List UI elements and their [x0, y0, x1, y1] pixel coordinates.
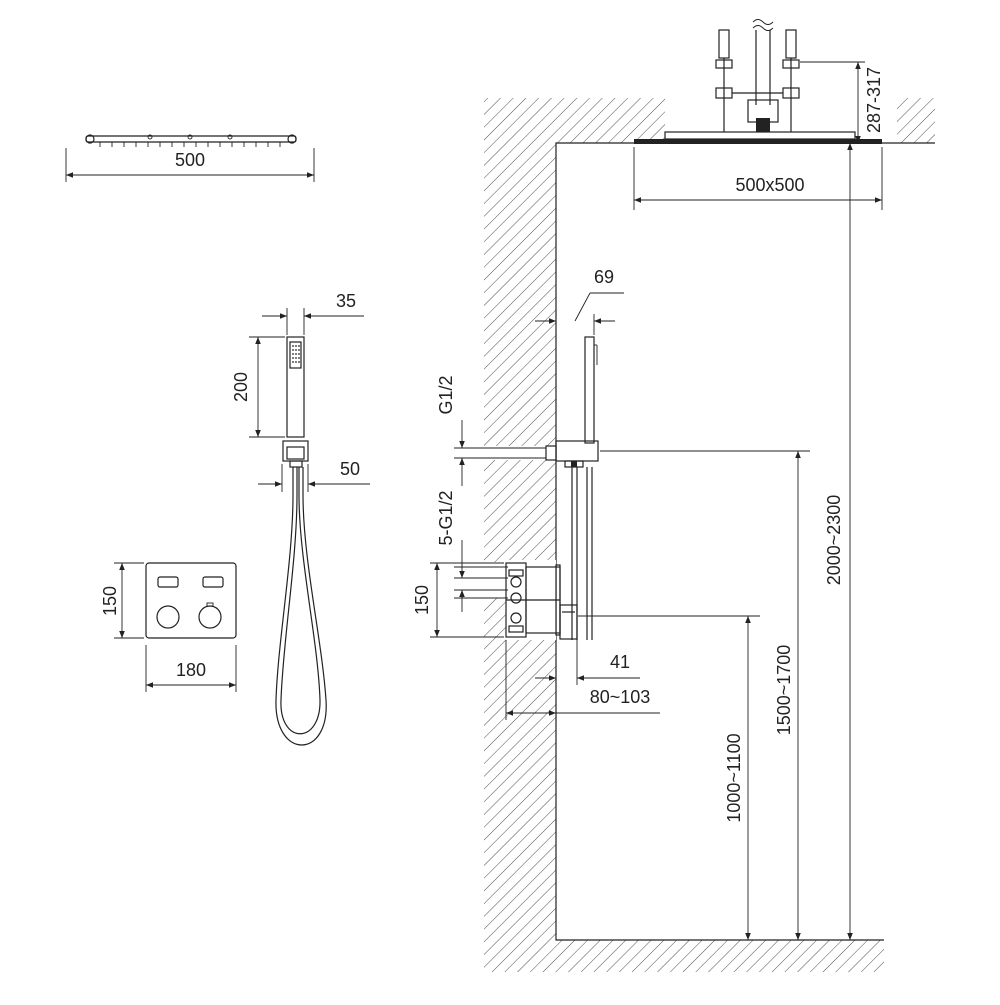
dim-label: 1500~1700 [774, 645, 794, 736]
control-panel-front [145, 562, 237, 639]
dim-handshower-width: 35 [262, 291, 364, 335]
wall-section [470, 98, 935, 972]
shower-head-top-view [85, 134, 297, 147]
dim-label: 200 [231, 372, 251, 402]
dim-label: 2000~2300 [824, 495, 844, 586]
dim-holder-width: 50 [258, 459, 370, 492]
concealed-valve-side [505, 562, 578, 640]
dim-label: 500x500 [735, 175, 804, 195]
dim-panel-width: 180 [145, 645, 237, 692]
dim-arm-height: 287-317 [800, 61, 884, 143]
dim-label: 50 [340, 459, 360, 479]
dim-outlet-thread: G1/2 [436, 375, 546, 486]
dim-head-size: 500x500 [633, 147, 883, 210]
dim-panel-projection: 41 [535, 640, 640, 685]
dim-label: 1000~1100 [724, 733, 744, 822]
dim-label: 180 [176, 660, 206, 680]
dim-handshower-outlet-height: 1500~1700 [600, 450, 810, 940]
dim-label: 150 [412, 585, 432, 615]
dim-label: G1/2 [436, 375, 456, 414]
dim-head-width-top: 500 [65, 148, 315, 182]
dim-label: 35 [336, 291, 356, 311]
dim-valve-depth: 80~103 [505, 640, 660, 720]
dim-label: 5-G1/2 [436, 490, 456, 545]
dim-handshower-length: 200 [231, 336, 285, 438]
dim-label: 500 [175, 150, 205, 170]
dim-label: 69 [594, 267, 614, 287]
hand-shower-front [275, 336, 327, 746]
dim-valve-height-side: 150 [412, 562, 504, 638]
dim-label: 287-317 [864, 67, 884, 133]
dim-panel-height-front: 150 [100, 562, 144, 639]
dim-valve-mount-height: 1000~1100 [578, 615, 760, 940]
ceiling-shower-head [634, 19, 882, 144]
dim-ceiling-height: 2000~2300 [824, 143, 853, 940]
dim-valve-threads: 5-G1/2 [436, 490, 508, 612]
dim-label: 41 [610, 652, 630, 672]
dim-label: 150 [100, 586, 120, 616]
dim-label: 80~103 [590, 687, 651, 707]
dim-bracket-projection: 69 [535, 267, 624, 335]
